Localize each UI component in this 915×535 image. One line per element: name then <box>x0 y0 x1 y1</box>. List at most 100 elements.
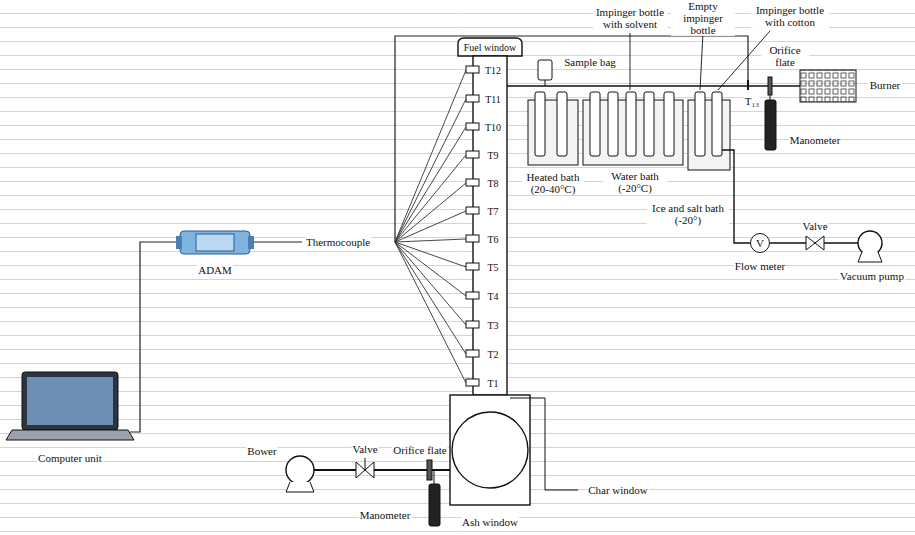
part-label: Impinger bottle with cotton <box>751 4 829 28</box>
air-supply-line <box>427 460 432 480</box>
signal-wire <box>130 36 748 432</box>
sampling-train <box>688 100 730 170</box>
sampling-train <box>590 92 600 156</box>
sampling-train <box>858 231 882 255</box>
sampling-train <box>858 252 882 262</box>
part-label: Vacuum pump <box>839 270 905 282</box>
signal-wire <box>395 36 748 242</box>
label-leader <box>700 33 703 90</box>
thermocouple-lead <box>395 239 466 242</box>
sampling-train <box>644 92 654 156</box>
adam-module <box>248 236 254 249</box>
thermocouple-lead <box>395 70 466 383</box>
sampling-train <box>747 80 749 90</box>
part-label: Ash window <box>461 516 519 528</box>
laptop <box>6 430 134 440</box>
part-label: T₁₃ <box>744 95 760 107</box>
adam-module <box>176 231 254 254</box>
thermocouple-probe <box>466 66 479 73</box>
thermocouple-lead <box>395 70 466 242</box>
part-label: Manometer <box>359 509 412 521</box>
sampling-train <box>695 92 705 156</box>
thermocouple-lead <box>395 127 466 242</box>
air-supply-line <box>365 458 366 470</box>
air-supply-line <box>434 470 435 484</box>
part-label: Char window <box>587 484 649 496</box>
thermocouple-probe <box>466 207 479 214</box>
part-label: Bower <box>246 445 277 457</box>
part-label: Flow meter <box>734 260 786 272</box>
part-label: Orifice flate <box>761 44 809 68</box>
part-label: T8 <box>486 178 499 189</box>
part-label: Burner <box>869 79 902 91</box>
part-label: T12 <box>484 65 502 76</box>
thermocouple-probe <box>466 292 479 299</box>
part-label: Computer unit <box>37 452 103 464</box>
air-supply-line <box>286 456 450 526</box>
char-window-leader <box>510 398 578 490</box>
thermocouple-probe <box>466 123 479 130</box>
adam-module <box>180 231 250 254</box>
sampling-train <box>768 77 772 95</box>
label-leader <box>630 31 770 90</box>
adam-module <box>176 236 182 249</box>
part-label: Heated bath (20-40°C) <box>522 171 584 195</box>
thermocouple-probe <box>466 151 479 158</box>
sampling-train <box>712 92 722 156</box>
thermocouple-lead <box>395 183 466 242</box>
reactor-column <box>458 38 522 56</box>
thermocouple-probe <box>466 263 479 270</box>
part-label: T11 <box>484 94 502 105</box>
thermocouple-lead <box>395 242 466 354</box>
sampling-train <box>806 236 824 250</box>
sampling-train <box>557 92 567 156</box>
char-window-leader <box>510 398 578 490</box>
part-label: Manometer <box>789 134 842 146</box>
part-label: T5 <box>486 262 499 273</box>
laptop <box>22 372 118 430</box>
thermocouple-probe <box>466 66 479 386</box>
part-label: Fuel window <box>463 42 518 53</box>
part-label: T2 <box>486 349 499 360</box>
node-text: V <box>756 237 764 249</box>
signal-wire <box>250 241 302 242</box>
thermocouple-probe <box>466 379 479 386</box>
sampling-train <box>538 60 552 80</box>
sampling-train <box>626 92 636 156</box>
sampling-train <box>664 92 674 156</box>
thermocouple-probe <box>466 321 479 328</box>
part-label: T10 <box>484 122 502 133</box>
sampling-train <box>722 150 750 243</box>
part-label: Orifice flate <box>392 444 447 456</box>
air-supply-line <box>286 482 314 492</box>
part-label: T3 <box>486 320 499 331</box>
thermocouple-probe <box>466 95 479 102</box>
reactor-column <box>450 395 530 505</box>
part-label: T7 <box>486 206 499 217</box>
laptop <box>27 377 113 425</box>
part-label: Valve <box>351 443 378 455</box>
laptop <box>6 372 134 440</box>
part-label: Impinger bottle with solvent <box>593 6 667 30</box>
sampling-train <box>608 92 618 156</box>
sampling-train <box>545 80 546 86</box>
thermocouple-lead <box>395 99 466 242</box>
air-supply-line <box>429 484 440 526</box>
part-label: T9 <box>486 150 499 161</box>
sampling-train <box>535 92 722 156</box>
sampling-train <box>535 92 545 156</box>
reactor-column <box>452 412 528 488</box>
thermocouple-probe <box>466 350 479 357</box>
part-label: Water bath (-20°C) <box>603 170 667 194</box>
sampling-train <box>770 95 771 100</box>
thermocouple-probe <box>466 235 479 242</box>
thermocouple-lead <box>395 242 466 383</box>
part-label: T6 <box>486 234 499 245</box>
sampling-train <box>507 60 882 262</box>
thermocouple-lead <box>395 211 466 242</box>
part-label: Empty impinger bottle <box>671 0 735 36</box>
part-label: Sample bag <box>563 56 617 68</box>
sampling-train <box>507 85 800 87</box>
air-supply-line <box>286 456 314 484</box>
